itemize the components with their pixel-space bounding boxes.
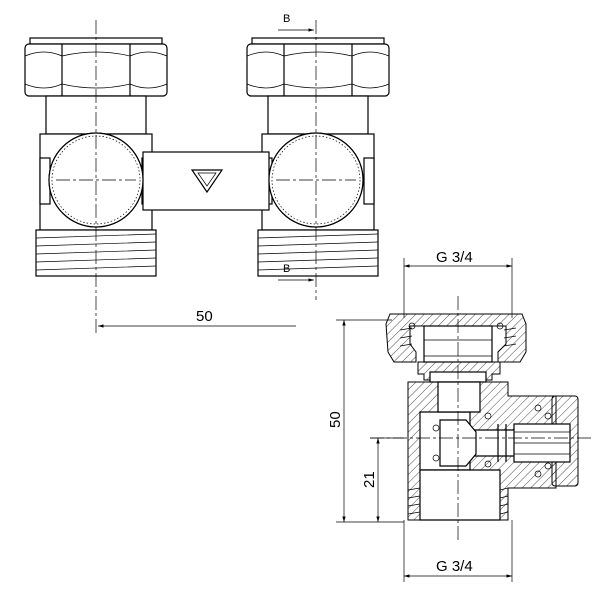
axis-height-label: 21 <box>361 471 378 488</box>
bottom-thread-label: G 3/4 <box>436 558 473 575</box>
section-label-bottom: B <box>283 263 290 275</box>
section-marker-bottom: B <box>278 263 314 282</box>
overall-height-dimension: 50 <box>327 319 404 523</box>
bottom-thread-dimension: G 3/4 <box>403 520 513 582</box>
top-thread-dimension: G 3/4 <box>403 249 513 318</box>
centre-distance-dimension: 50 <box>98 308 296 328</box>
centre-distance-label: 50 <box>196 308 213 325</box>
axis-height-dimension: 21 <box>361 437 404 522</box>
front-view: B B 50 <box>24 13 390 336</box>
flow-triangle-icon <box>190 169 224 194</box>
overall-height-label: 50 <box>327 411 344 428</box>
top-thread-label: G 3/4 <box>436 249 473 266</box>
section-label-top: B <box>283 13 290 25</box>
section-marker-top: B <box>278 13 314 32</box>
section-view: G 3/4 G 3/4 50 21 <box>327 249 592 582</box>
